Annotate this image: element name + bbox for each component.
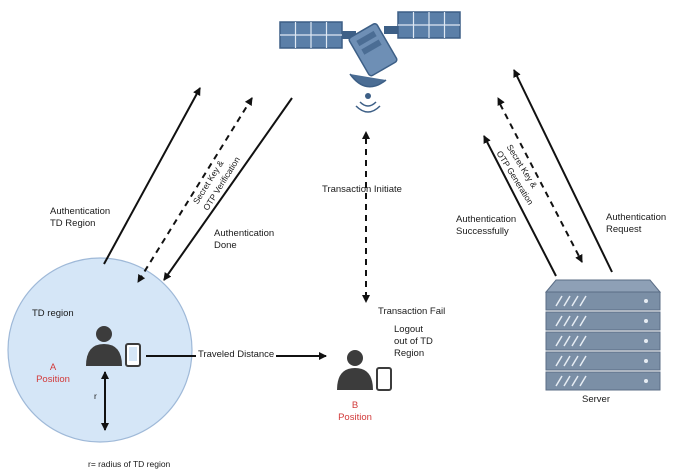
auth-request-line1: Authentication — [606, 212, 667, 223]
satellite-icon — [279, 11, 461, 113]
logout-label: Logout out of TD Region — [394, 324, 433, 360]
auth-done-line1: Authentication — [214, 228, 275, 239]
logout-line3: Region — [394, 348, 425, 359]
auth-td-region-line2: TD Region — [50, 218, 96, 229]
position-a-line2: Position — [36, 374, 70, 385]
position-b-line2: Position — [338, 412, 372, 423]
auth-successfully-label: Authentication Successfully — [456, 214, 516, 238]
arrow-auth-done — [163, 97, 293, 281]
transaction-fail-label: Transaction Fail — [378, 306, 446, 317]
auth-success-line2: Successfully — [456, 226, 509, 237]
position-a-label: A Position — [26, 362, 80, 386]
position-b-line1: B — [351, 400, 359, 411]
arrow-auth-td-region — [103, 87, 201, 265]
user-icon — [86, 326, 122, 366]
arrow-secret-key-otp-verification — [137, 97, 253, 283]
user-icon — [337, 350, 373, 390]
td-region-label: TD region — [32, 308, 74, 319]
arrow-secret-key-otp-generation — [499, 103, 583, 263]
server-icon — [544, 279, 662, 391]
auth-success-line1: Authentication — [456, 214, 517, 225]
traveled-distance-label: Traveled Distance — [196, 349, 277, 361]
position-b-label: B Position — [330, 400, 380, 424]
arrow-auth-request — [513, 69, 613, 273]
auth-done-label: Authentication Done — [214, 228, 274, 252]
auth-request-label: Authentication Request — [606, 212, 666, 236]
logout-line1: Logout — [394, 324, 424, 335]
auth-td-region-label: Authentication TD Region — [50, 206, 110, 230]
auth-done-line2: Done — [214, 240, 237, 251]
auth-request-line2: Request — [606, 224, 642, 235]
radius-note: r= radius of TD region — [88, 459, 171, 469]
phone-icon — [125, 343, 141, 367]
radius-r-label: r — [94, 391, 97, 401]
transaction-initiate-label: Transaction Initiate — [322, 184, 402, 195]
logout-line2: out of TD — [394, 336, 433, 347]
arrow-auth-successfully — [483, 135, 557, 277]
server-label: Server — [582, 394, 610, 405]
auth-td-region-line1: Authentication — [50, 206, 111, 217]
phone-icon — [376, 367, 392, 391]
position-a-line1: A — [49, 362, 57, 373]
